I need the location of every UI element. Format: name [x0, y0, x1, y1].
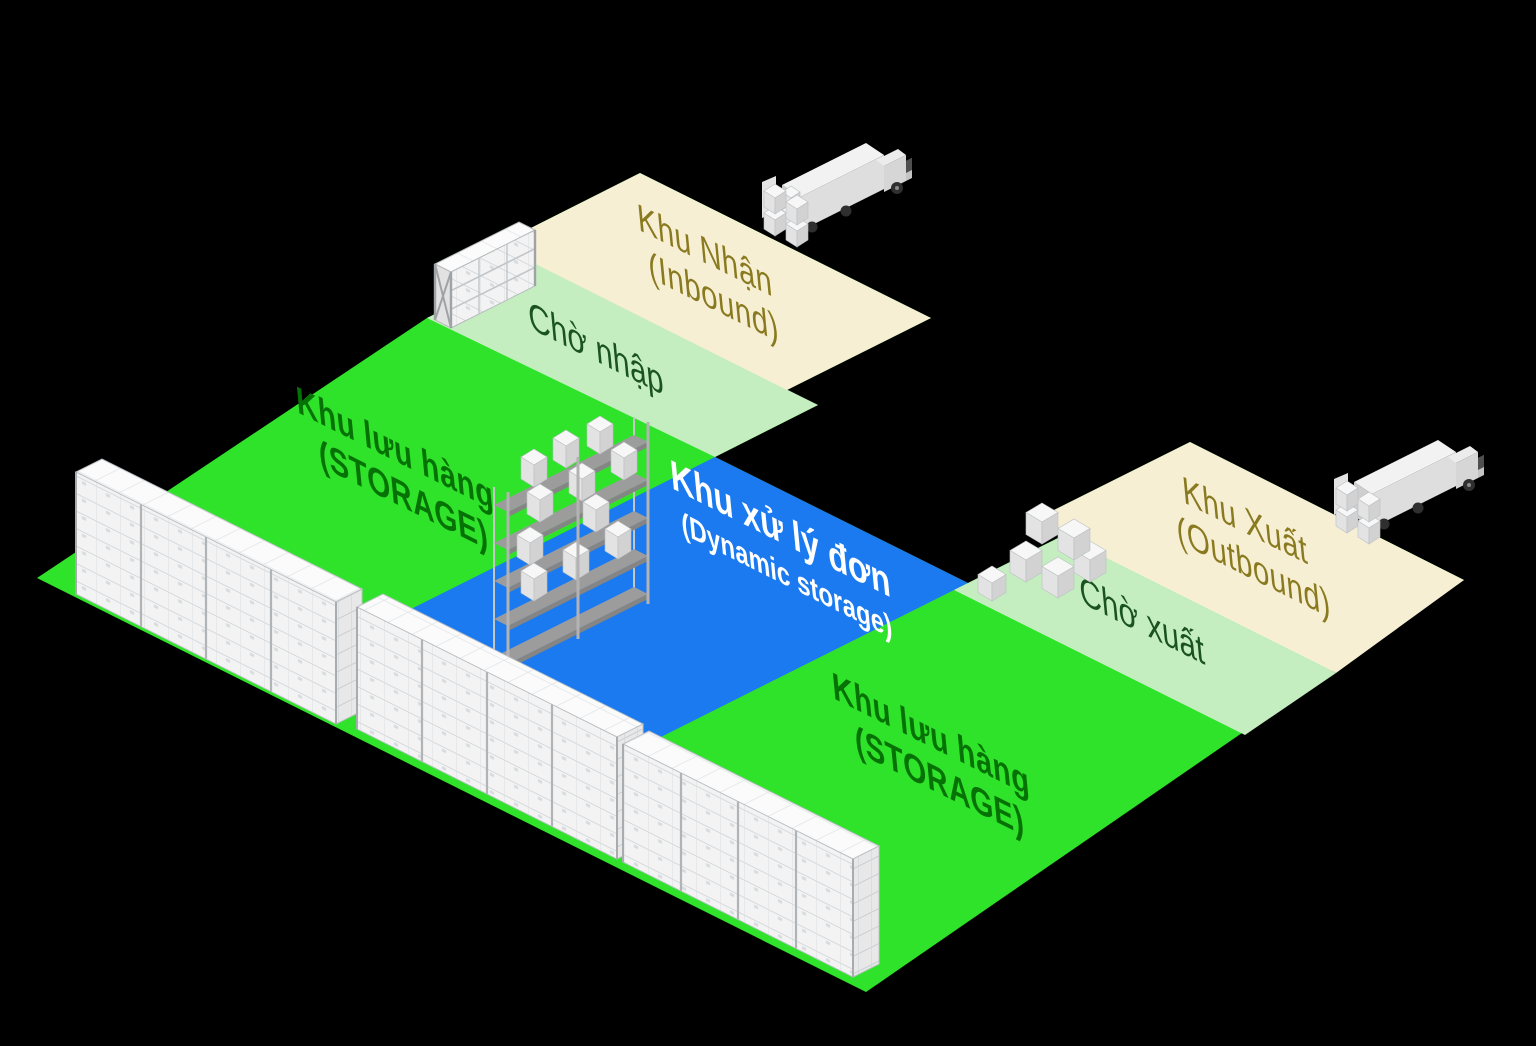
- inbound-pallet-rack: [433, 221, 537, 329]
- outbound-truck-boxes: [1335, 480, 1381, 545]
- box: [595, 501, 610, 533]
- box: [529, 534, 544, 566]
- box: [1073, 527, 1091, 561]
- box: [617, 528, 632, 560]
- zone-waiting-inbound: [427, 264, 818, 457]
- box: [991, 573, 1007, 602]
- box: [1368, 498, 1381, 523]
- zone-outbound: [1032, 442, 1464, 673]
- dynamic-storage-shelf-rack: [493, 415, 650, 674]
- box: [581, 470, 596, 502]
- zone-inbound: [497, 173, 931, 390]
- box: [533, 570, 548, 602]
- inbound-dock-boxes: [763, 183, 809, 248]
- box: [533, 456, 548, 488]
- truck-wheel: [840, 205, 852, 217]
- truck-trailer-top: [782, 143, 884, 197]
- truck-cab-side: [884, 155, 906, 192]
- storage-wall-upper-left: [74, 458, 364, 725]
- inbound-truck: [762, 143, 912, 233]
- truck-cab-top: [876, 149, 906, 166]
- box: [539, 491, 554, 523]
- box: [1089, 549, 1107, 583]
- box: [796, 223, 809, 248]
- truck-wheel: [806, 221, 818, 233]
- outbound-staging-boxes: [977, 502, 1107, 602]
- box: [623, 449, 638, 481]
- storage-wall-bottom: [621, 730, 881, 978]
- box: [796, 201, 809, 226]
- box: [1057, 565, 1075, 599]
- truck-trailer-side: [800, 155, 884, 231]
- truck-windshield: [906, 158, 912, 173]
- box: [1368, 520, 1381, 545]
- box: [599, 423, 614, 455]
- outbound-truck: [1334, 440, 1484, 530]
